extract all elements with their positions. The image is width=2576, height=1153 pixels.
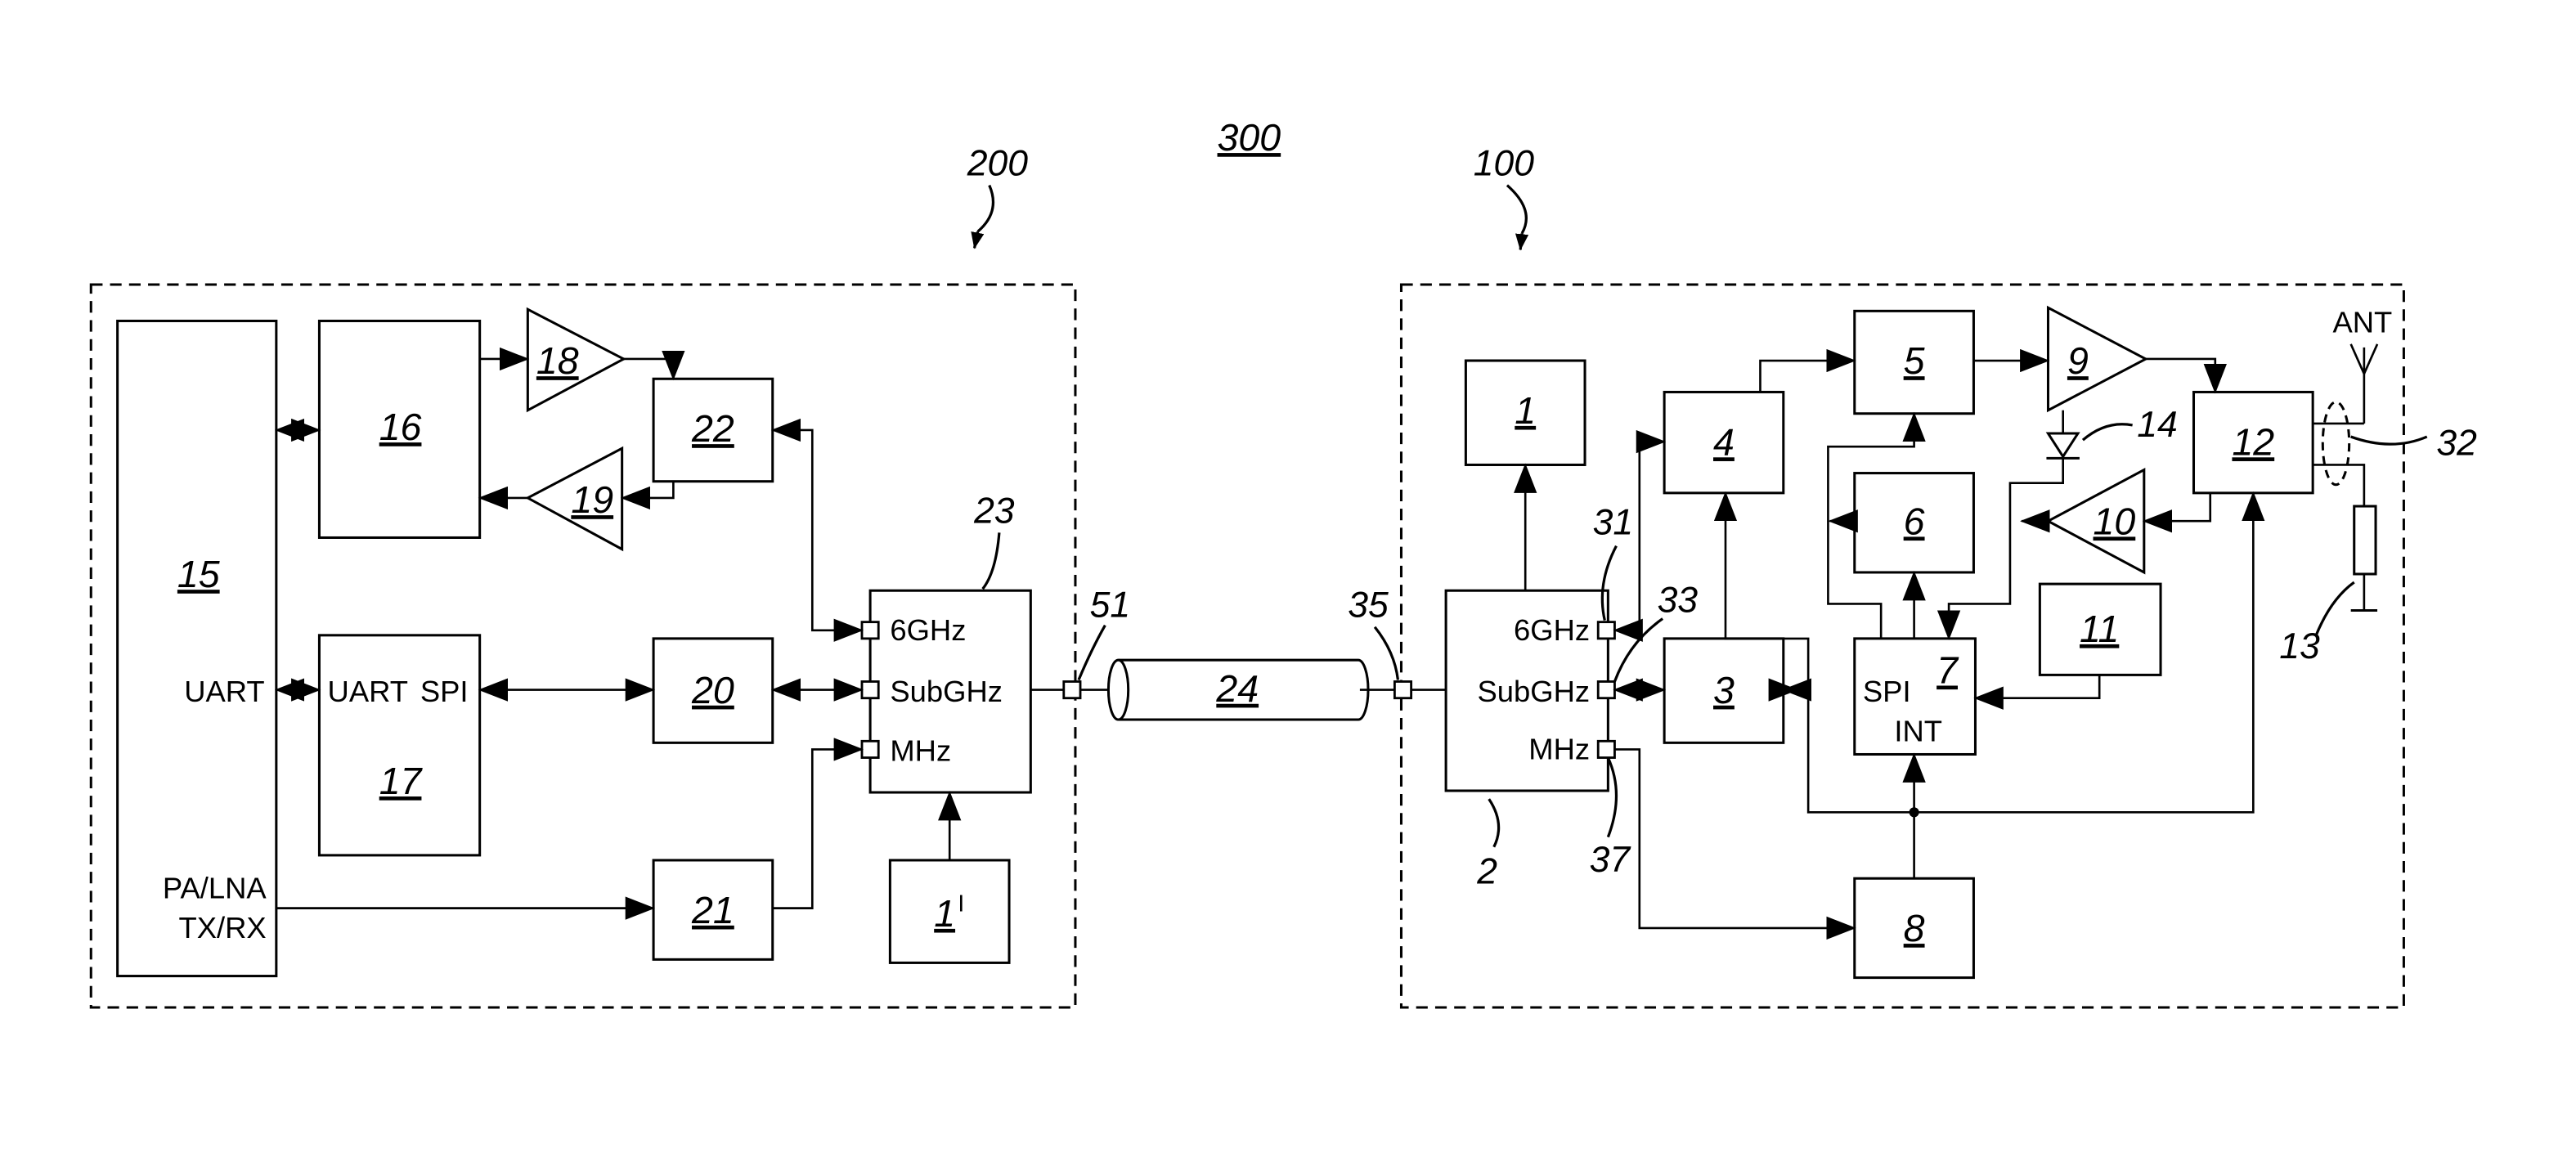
- unit-100-ref: 100: [1474, 143, 1534, 183]
- link-22-19: [622, 482, 674, 498]
- block-12-number: 12: [2232, 420, 2274, 463]
- link-23-22: [773, 430, 862, 630]
- diode-14: [2048, 433, 2077, 456]
- block-21-number: 21: [691, 889, 734, 931]
- cable-24: 24: [1080, 660, 1394, 720]
- unit-100-ref-arrow: [1520, 233, 1522, 249]
- ref-33: 33: [1658, 581, 1699, 621]
- link-4-5: [1760, 361, 1854, 392]
- link-18-22: [624, 359, 674, 379]
- port-35: [1394, 681, 1411, 698]
- diode-14-ref-leader: [2083, 424, 2133, 440]
- ref-37: 37: [1590, 840, 1632, 880]
- unit-200-ref-leader: [978, 186, 994, 232]
- unit-200-ref: 200: [967, 143, 1028, 183]
- block-1-prime-number: 1: [934, 892, 955, 935]
- resistor-13-ref: 13: [2279, 626, 2320, 666]
- block-20-number: 20: [691, 669, 734, 711]
- amplifier-18-number: 18: [536, 339, 579, 382]
- block-5-number: 5: [1904, 339, 1925, 382]
- port-51-ref-leader: [1079, 626, 1105, 680]
- block-2-ref-leader: [1489, 799, 1499, 847]
- block-15-txrx-label: TX/RX: [178, 911, 266, 944]
- block-23-subghz-port: [862, 681, 878, 698]
- port-35-ref: 35: [1348, 585, 1389, 626]
- cable-24-end: [1108, 660, 1128, 720]
- block-1-number: 1: [1515, 389, 1536, 432]
- amplifier-19-number: 19: [571, 478, 613, 521]
- block-8-number: 8: [1904, 907, 1925, 949]
- block-17: [319, 635, 479, 855]
- ref-31: 31: [1593, 502, 1634, 542]
- antenna-label: ANT: [2332, 306, 2392, 339]
- block-7-number: 7: [1936, 648, 1959, 691]
- block-3-number: 3: [1713, 669, 1735, 711]
- ref-32-leader: [2351, 437, 2427, 444]
- block-15-uart-label: UART: [184, 675, 264, 708]
- port-51: [1064, 681, 1080, 698]
- antenna-right-arm: [2364, 344, 2377, 374]
- block-23-6ghz-label: 6GHz: [890, 613, 966, 647]
- block-17-spi-label: SPI: [420, 675, 469, 708]
- block-2-subghz-label: SubGHz: [1478, 675, 1591, 708]
- amplifier-9: [2048, 307, 2145, 410]
- resistor-13-ref-leader: [2316, 582, 2354, 635]
- link-12-10: [2144, 493, 2210, 521]
- block-23-mhz-label: MHz: [890, 734, 951, 768]
- block-23-ref-leader: [983, 532, 999, 589]
- block-7-spi-label: SPI: [1863, 675, 1911, 708]
- block-23-ref: 23: [973, 491, 1015, 531]
- block-22-number: 22: [691, 407, 734, 450]
- resistor-13: [2354, 506, 2376, 574]
- ref-32: 32: [2436, 423, 2477, 463]
- block-2-mhz-label: MHz: [1528, 733, 1590, 766]
- link-21-23: [773, 749, 862, 908]
- block-2-subghz-port: [1598, 681, 1614, 698]
- port-35-ref-leader: [1375, 627, 1398, 680]
- block-17-uart-label: UART: [328, 675, 408, 708]
- block-1-prime-mark: I: [958, 891, 964, 917]
- block-17-number: 17: [379, 760, 424, 802]
- diode-14-ref: 14: [2137, 405, 2178, 445]
- block-15-number: 15: [177, 553, 220, 595]
- link-2-8: [1614, 749, 1854, 927]
- figure-ref-300: 300: [1218, 116, 1281, 159]
- block-2-mhz-port: [1598, 741, 1614, 757]
- unit-100-ref-leader: [1507, 186, 1526, 234]
- block-2-6ghz-label: 6GHz: [1514, 613, 1590, 647]
- link-11-7: [1975, 675, 2099, 698]
- unit-200: 200 15 UART PA/LNA TX/RX 16 UART SPI 17 …: [91, 143, 1130, 1007]
- block-23-6ghz-port: [862, 622, 878, 639]
- block-2-6ghz-port: [1598, 622, 1614, 639]
- link-12-resistor-13: [2313, 464, 2364, 506]
- block-23-subghz-label: SubGHz: [890, 675, 1003, 708]
- amplifier-9-number: 9: [2067, 339, 2089, 382]
- block-15-pa-lna-label: PA/LNA: [163, 871, 267, 904]
- block-6-number: 6: [1904, 500, 1925, 542]
- block-11-number: 11: [2080, 608, 2119, 650]
- port-51-ref: 51: [1090, 585, 1131, 626]
- block-7-int-label: INT: [1894, 714, 1942, 747]
- antenna-left-arm: [2351, 344, 2364, 374]
- unit-100: 100 35 1 6GHz SubGHz MHz 2 31 33 37 3 4: [1348, 143, 2477, 1007]
- block-16-number: 16: [379, 406, 422, 448]
- shield-32: [2322, 402, 2349, 485]
- bus-junction: [1910, 807, 1919, 817]
- block-2-ref: 2: [1476, 851, 1497, 891]
- cable-24-number: 24: [1215, 667, 1259, 710]
- amplifier-10-number: 10: [2094, 500, 2136, 542]
- block-23-mhz-port: [862, 741, 878, 757]
- block-4-number: 4: [1713, 420, 1735, 463]
- link-9-12: [2146, 359, 2215, 392]
- unit-200-ref-arrow: [975, 231, 978, 248]
